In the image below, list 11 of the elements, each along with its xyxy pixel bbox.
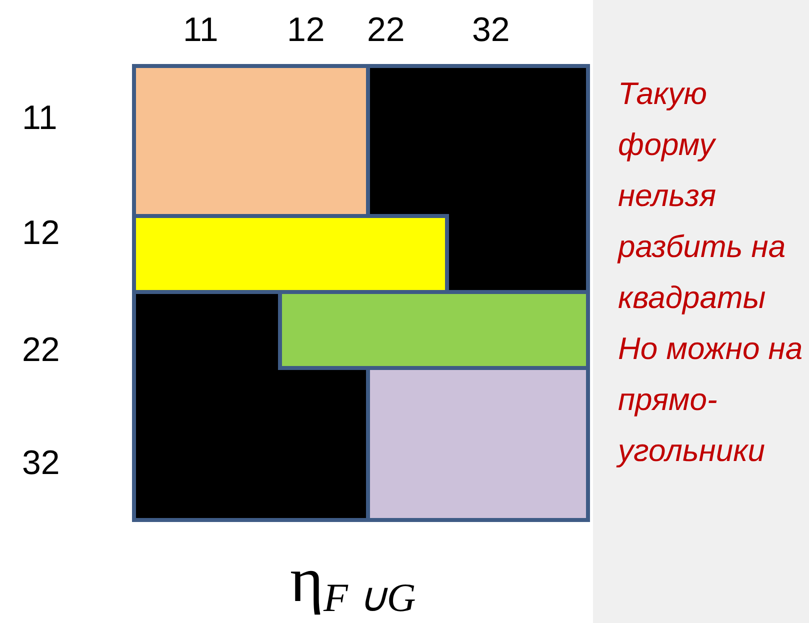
caption-formula: η$_{F ∪G}$ (290, 545, 416, 615)
index-label: 11 (183, 10, 218, 50)
index-label: 22 (367, 10, 405, 50)
index-label: 32 (472, 10, 510, 50)
index-label: 32 (22, 443, 60, 483)
index-label: 22 (22, 330, 60, 370)
index-label: 11 (22, 98, 58, 138)
index-label: 12 (22, 213, 60, 253)
index-label: 12 (287, 10, 325, 50)
note-text: Но можно на прямо- угольники (618, 330, 804, 470)
note-text: Такую форму нельзя разбить на квадраты (618, 75, 787, 317)
